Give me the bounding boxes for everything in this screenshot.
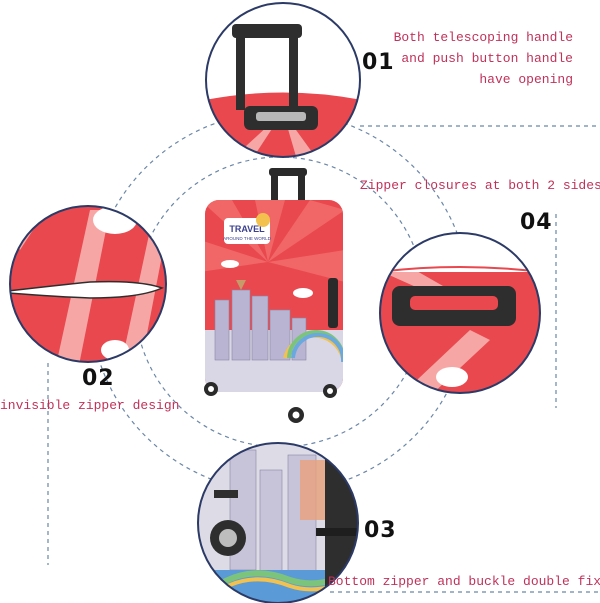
callout-note-04: Zipper closures at both 2 sides [360, 178, 600, 193]
callout-number-03: 03 [364, 518, 397, 543]
callout-note-01-line-3: have opening [479, 72, 573, 87]
detail-circle-01 [205, 2, 361, 158]
detail-circle-03 [197, 442, 359, 603]
detail-circle-04 [379, 232, 541, 394]
callout-note-03: Bottom zipper and buckle double fixed [328, 574, 600, 589]
callout-number-04: 04 [520, 210, 553, 235]
callout-number-01: 01 [362, 50, 395, 75]
print-title: TRAVEL [229, 224, 265, 234]
detail-circle-02 [9, 205, 167, 363]
suitcase-main: TRAVEL AROUND THE WORLD [204, 168, 343, 423]
print-subtitle: AROUND THE WORLD [223, 236, 271, 241]
callout-note-01-line-2: and push button handle [401, 51, 573, 66]
callout-note-02: invisible zipper design [0, 398, 180, 413]
callout-number-02: 02 [82, 366, 115, 391]
callout-note-01: Both telescoping handle and push button … [394, 28, 573, 91]
callout-note-01-line-1: Both telescoping handle [393, 30, 573, 45]
